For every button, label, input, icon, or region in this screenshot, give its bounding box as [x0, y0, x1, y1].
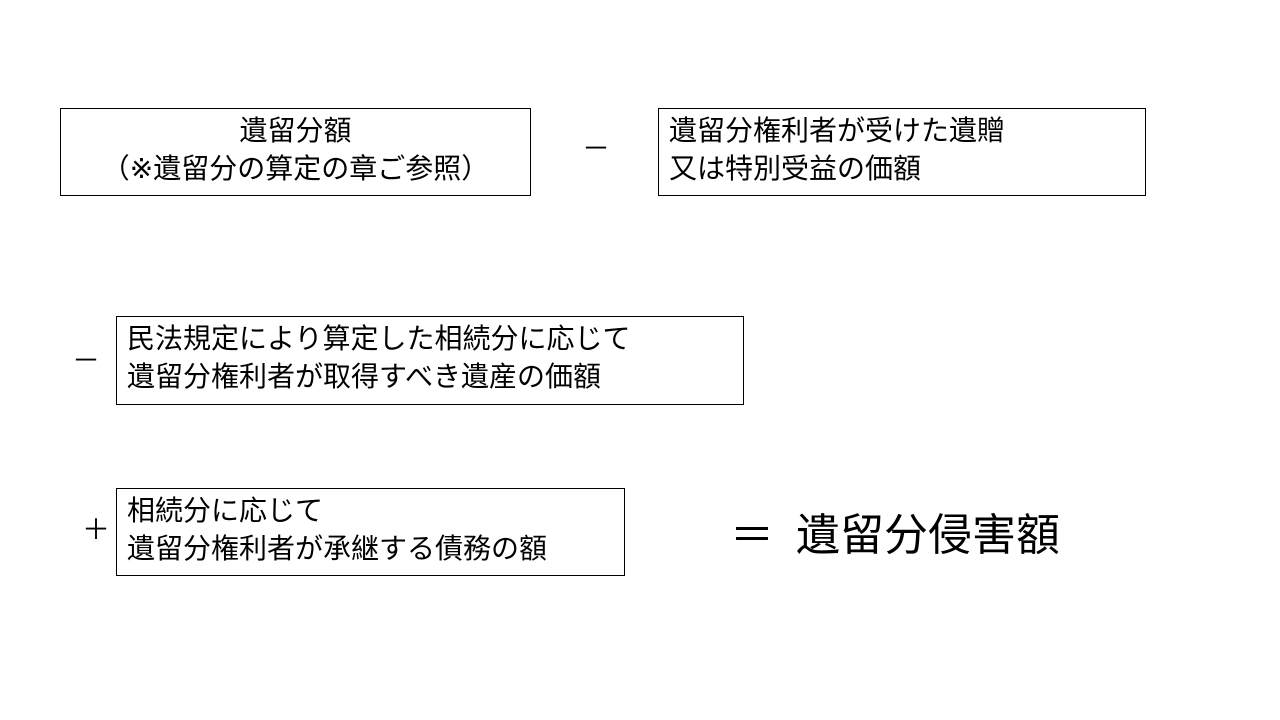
minus-operator-2: － [72, 344, 101, 377]
equals-operator: ＝ [730, 510, 774, 561]
reserved-share-line-2: （※遺留分の算定の章ご参照） [101, 152, 490, 185]
inheritance-line-1: 民法規定により算定した相続分に応じて [127, 322, 631, 355]
result-label: 遺留分侵害額 [796, 510, 1060, 561]
debt-line-2: 遺留分権利者が承継する債務の額 [127, 532, 548, 565]
inheritance-line-2: 遺留分権利者が取得すべき遺産の価額 [127, 360, 602, 393]
reserved-share-line-1: 遺留分額 [239, 114, 352, 147]
result: ＝ 遺留分侵害額 [730, 508, 1060, 564]
reserved-share-box: 遺留分額 （※遺留分の算定の章ご参照） [60, 108, 531, 196]
bequest-line-2: 又は特別受益の価額 [669, 152, 922, 185]
bequest-box: 遺留分権利者が受けた遺贈 又は特別受益の価額 [658, 108, 1146, 196]
debt-line-1: 相続分に応じて [127, 494, 324, 527]
bequest-line-1: 遺留分権利者が受けた遺贈 [669, 114, 1006, 147]
debt-box: 相続分に応じて 遺留分権利者が承継する債務の額 [116, 488, 625, 576]
plus-operator: ＋ [82, 513, 111, 546]
inheritance-box: 民法規定により算定した相続分に応じて 遺留分権利者が取得すべき遺産の価額 [116, 316, 744, 405]
minus-operator-1: － [582, 132, 611, 165]
